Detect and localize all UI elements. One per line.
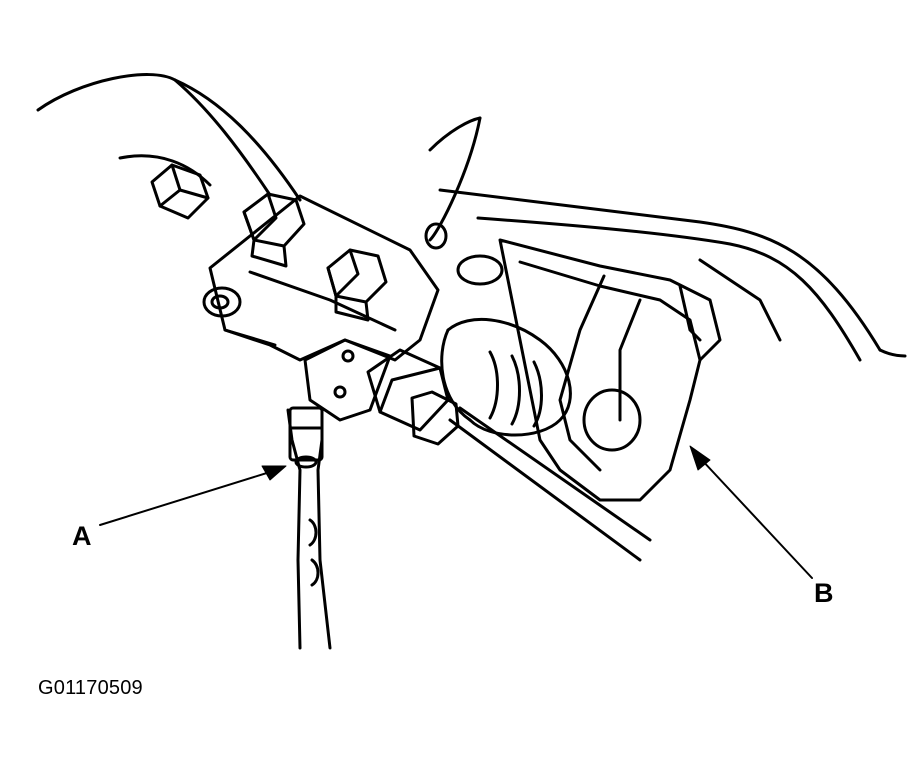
callout-label-a: A — [72, 521, 92, 551]
pedal-arm — [498, 238, 782, 502]
housing-outline — [36, 73, 907, 362]
small-bolt-head — [150, 163, 210, 220]
callout-arrow-a — [99, 465, 287, 526]
callout-label-b: B — [814, 578, 834, 608]
mounting-bracket — [208, 194, 440, 362]
pipe-line — [448, 406, 652, 562]
rubber-boot — [440, 317, 572, 437]
figure-id-label: G01170509 — [38, 677, 143, 699]
bleeder-hose — [286, 406, 332, 650]
bracket-eyelet — [202, 286, 242, 318]
housing-holes — [424, 222, 504, 286]
upper-bolt — [242, 192, 306, 268]
callout-arrow-b — [689, 445, 813, 579]
link-plate — [303, 338, 392, 422]
lower-bolt — [326, 248, 388, 322]
hex-fitting — [366, 348, 460, 446]
